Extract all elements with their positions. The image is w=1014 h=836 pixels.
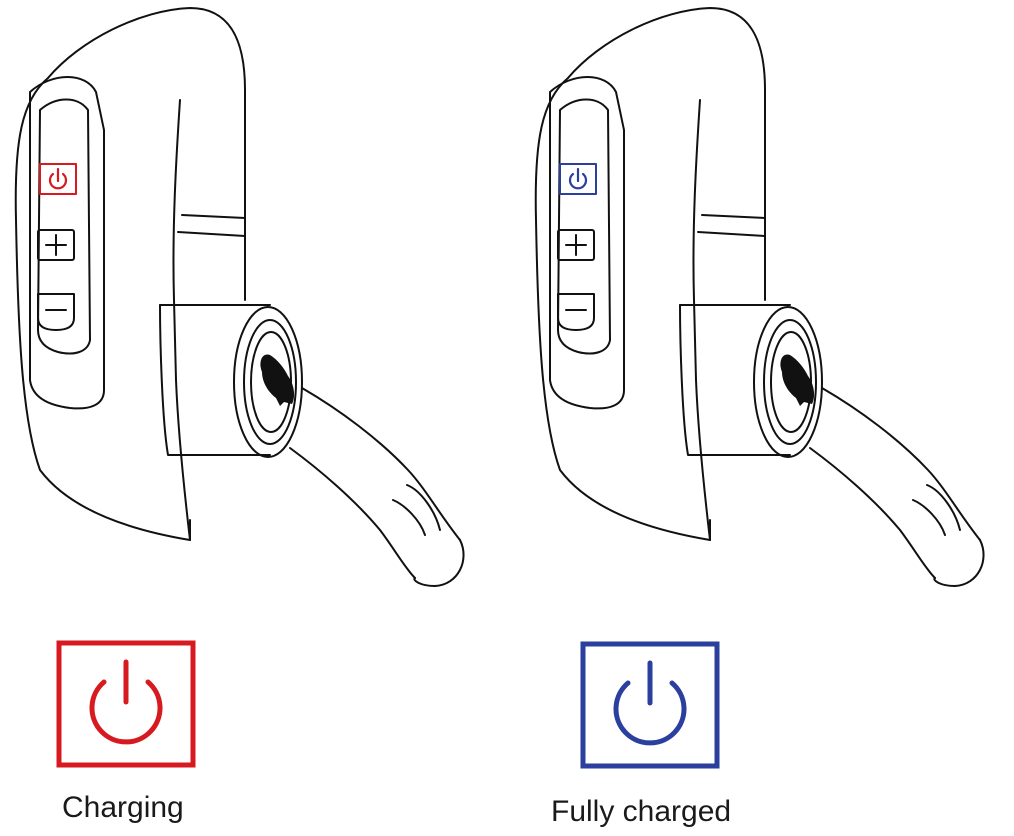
charging-power-icon xyxy=(56,640,196,768)
puffin-logo xyxy=(260,354,295,406)
charging-label: Charging xyxy=(62,791,184,824)
power-button xyxy=(39,163,77,195)
plus-icon xyxy=(565,234,587,256)
plus-icon xyxy=(45,234,67,256)
headset-body xyxy=(14,7,465,587)
fully-charged-label: Fully charged xyxy=(551,795,732,828)
power-icon xyxy=(48,167,68,190)
volume-up-button xyxy=(37,229,75,261)
headset-body xyxy=(534,7,985,587)
volume-up-button xyxy=(557,229,595,261)
volume-down-button xyxy=(557,293,595,331)
power-icon xyxy=(568,167,588,190)
fully-charged-power-icon xyxy=(580,641,720,769)
headset-charging-illustration xyxy=(14,7,465,587)
headset-fully-charged-illustration xyxy=(534,7,985,587)
power-button xyxy=(559,163,597,195)
volume-down-button xyxy=(37,293,75,331)
puffin-logo xyxy=(780,354,815,406)
